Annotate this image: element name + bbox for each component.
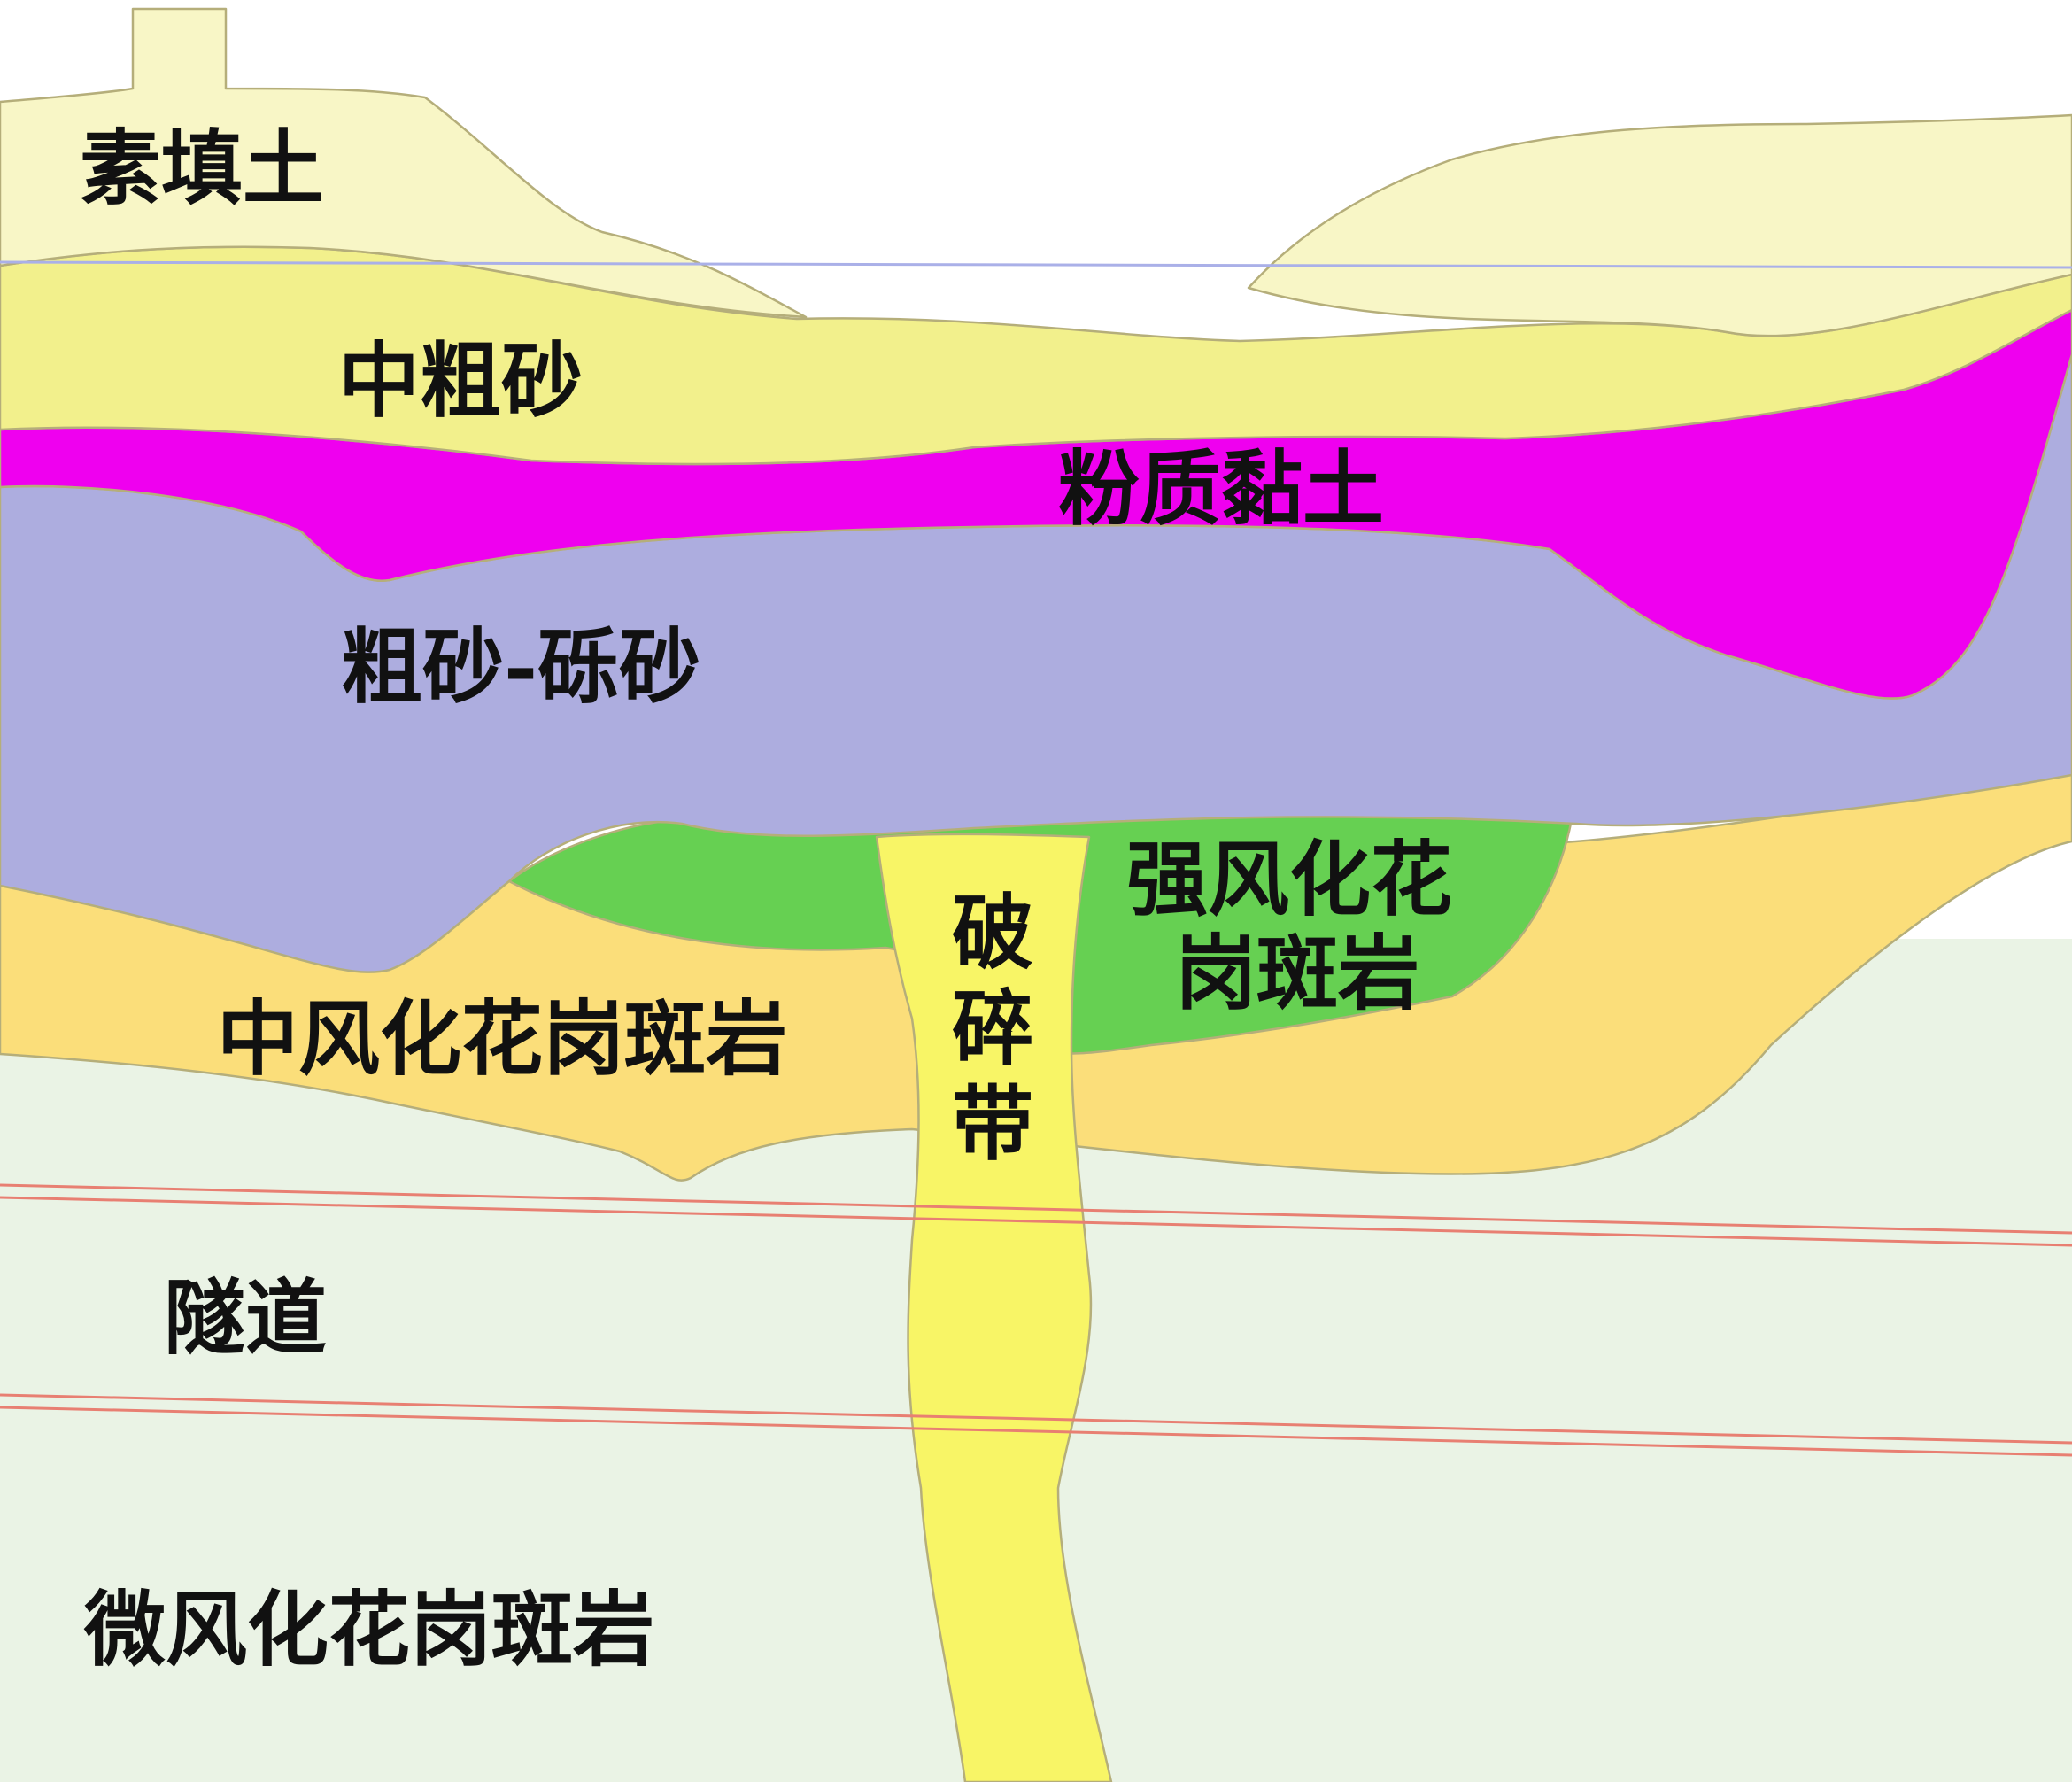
label-tunnel: 隧道: [164, 1270, 327, 1366]
tunnel-outline: [0, 1183, 2072, 1457]
layer-fracture-zone: [875, 833, 1113, 1782]
label-moderately-weathered: 中风化花岗斑岩: [217, 991, 787, 1087]
label-fill-soil: 素填土: [80, 120, 324, 216]
label-strongly-weathered-line2: 岗斑岩: [1175, 926, 1419, 1021]
groundwater-line: [0, 260, 2072, 269]
label-fracture-zone-3: 带: [952, 1076, 1033, 1172]
tunnel-top-line-a: [0, 1183, 2072, 1235]
label-strongly-weathered-line1: 强风化花: [1126, 832, 1452, 927]
layer-fill-soil-left: [0, 7, 808, 319]
layer-medium-coarse-sand: [0, 245, 2072, 466]
label-coarse-gravel-sand: 粗砂-砾砂: [341, 619, 700, 715]
tunnel-bottom-line-a: [0, 1393, 2072, 1445]
label-silty-clay: 粉质黏土: [1058, 441, 1384, 537]
tunnel-top-line-b: [0, 1196, 2072, 1247]
label-medium-coarse-sand: 中粗砂: [338, 333, 583, 429]
tunnel-bottom-line-b: [0, 1406, 2072, 1457]
label-fracture-zone-1: 破: [952, 885, 1033, 980]
label-fracture-zone-2: 碎: [952, 980, 1033, 1076]
label-slightly-weathered: 微风化花岗斑岩: [83, 1582, 654, 1677]
layer-fill-soil-right: [1247, 113, 2072, 337]
